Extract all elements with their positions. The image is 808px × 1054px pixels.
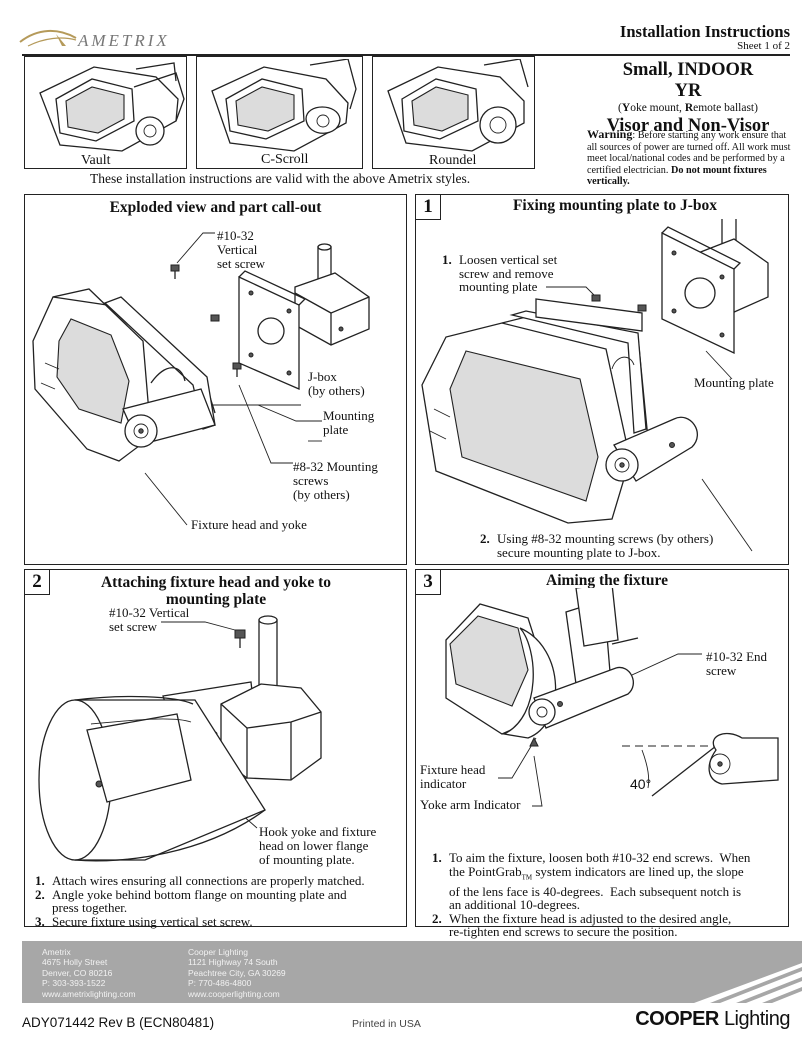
product-line3: Visor and Non-Visor	[606, 116, 770, 136]
panel-3-angle-label: 40°	[630, 776, 652, 792]
panel-1-title: Fixing mounting plate to J-box	[512, 197, 718, 214]
printed-in: Printed in USA	[352, 1018, 421, 1030]
vault-fixture-illustration	[39, 62, 185, 152]
exploded-view-illustration	[32, 232, 370, 526]
cooper-stripes-icon	[694, 963, 802, 1003]
exploded-label-set-screw: #10-32 Vertical set screw	[217, 228, 266, 271]
panel-2-steps: 1.Attach wires ensuring all connections …	[35, 874, 405, 928]
panel-exploded-title: Exploded view and part call-out	[109, 199, 322, 216]
step-3-illustration	[445, 588, 779, 807]
exploded-label-jbox: J-box (by others)	[308, 369, 365, 398]
panel-1-number: 1	[416, 195, 441, 220]
footer-cooper-link[interactable]: www.cooperlighting.com	[188, 988, 280, 999]
warning-label: Warning	[587, 127, 633, 141]
product-subtitle: (Yoke mount, Remote ballast)	[618, 102, 758, 114]
panel-1-step-2: 2.Using #8-32 mounting screws (by others…	[480, 531, 714, 560]
panel-1-step-1: 1.Loosen vertical set screw and remove m…	[442, 252, 558, 294]
brand-logo	[18, 26, 158, 52]
panel-3-title: Aiming the fixture	[546, 572, 668, 589]
product-title: Small, INDOOR YR (Yoke mount, Remote bal…	[584, 60, 792, 137]
styles-caption: These installation instructions are vali…	[90, 171, 471, 186]
doc-title: Installation Instructions	[619, 22, 790, 41]
style-box-roundel: Roundel	[372, 56, 535, 169]
style-label-vault: Vault	[81, 153, 111, 168]
style-box-cscroll: C-Scroll	[196, 56, 363, 169]
style-label-roundel: Roundel	[429, 153, 477, 168]
panel-3-step-2: 2.When the fixture head is adjusted to t…	[432, 910, 732, 940]
sheet-number: Sheet 1 of 2	[737, 40, 790, 52]
panel-3-label-yoke-indicator: Yoke arm Indicator	[420, 797, 521, 812]
exploded-label-head: Fixture head and yoke	[191, 517, 307, 532]
warning-note: Warning: Before starting any work ensure…	[587, 127, 793, 188]
panel-3-label-end-screw: #10-32 End screw	[706, 649, 768, 678]
panel-3-label-head-indicator: Fixture head indicator	[420, 762, 486, 791]
panel-3-step-1: 1.To aim the fixture, loosen both #10-32…	[432, 850, 751, 913]
cooper-lighting-logo: COOPER Lighting	[635, 1008, 790, 1031]
step-2-illustration	[38, 615, 322, 862]
brand-name: AMETRIX	[78, 31, 170, 50]
panel-3-steps: 1.To aim the fixture, loosen both #10-32…	[432, 851, 782, 939]
panel-2-step-1: 1.Attach wires ensuring all connections …	[35, 873, 365, 888]
panel-step-2: 2 Attaching fixture head and yoke to mou…	[24, 569, 407, 928]
panel-2-step-3: 3.Secure fixture using vertical set scre…	[35, 913, 253, 929]
product-line1: Small, INDOOR	[622, 60, 754, 80]
step-1-illustration	[421, 219, 769, 552]
logo-light: Lighting	[723, 1008, 791, 1030]
warning-bold: Do not mount fixtures vertically.	[587, 164, 767, 188]
exploded-label-plate: Mounting plate	[323, 408, 375, 437]
panel-exploded-view: Exploded view and part call-out	[24, 194, 407, 565]
roundel-fixture-illustration	[387, 59, 529, 152]
panel-2-number: 2	[25, 570, 50, 595]
ametrix-swoosh-icon	[19, 30, 77, 47]
product-line2: YR	[674, 81, 702, 101]
style-box-vault: Vault	[24, 56, 187, 169]
header-rule	[22, 54, 790, 56]
panel-2-title: Attaching fixture head and yoke to mount…	[100, 574, 332, 608]
panel-step-3: 3 Aiming the fixture #10-32 End screw Fi…	[415, 569, 789, 938]
footer-ametrix-link[interactable]: www.ametrixlighting.com	[42, 988, 136, 999]
panel-2-label-hook: Hook yoke and fixture head on lower flan…	[259, 824, 377, 867]
panel-1-label-plate: Mounting plate	[694, 375, 774, 390]
logo-bold: COOPER	[635, 1008, 719, 1030]
style-label-cscroll: C-Scroll	[261, 152, 309, 167]
cscroll-fixture-illustration	[211, 59, 357, 152]
panel-2-label-screw: #10-32 Vertical set screw	[109, 605, 190, 634]
panel-step-1: 1 Fixing mounting plate to J-box 1.Loose…	[415, 194, 789, 565]
panel-2-step-2: 2.Angle yoke behind bottom flange on mou…	[35, 886, 347, 915]
doc-code: ADY071442 Rev B (ECN80481)	[22, 1015, 215, 1030]
warning-text: : Before starting any work ensure that a…	[587, 130, 791, 176]
exploded-label-screws: #8-32 Mounting screws (by others)	[293, 459, 378, 502]
panel-3-number: 3	[416, 570, 441, 595]
